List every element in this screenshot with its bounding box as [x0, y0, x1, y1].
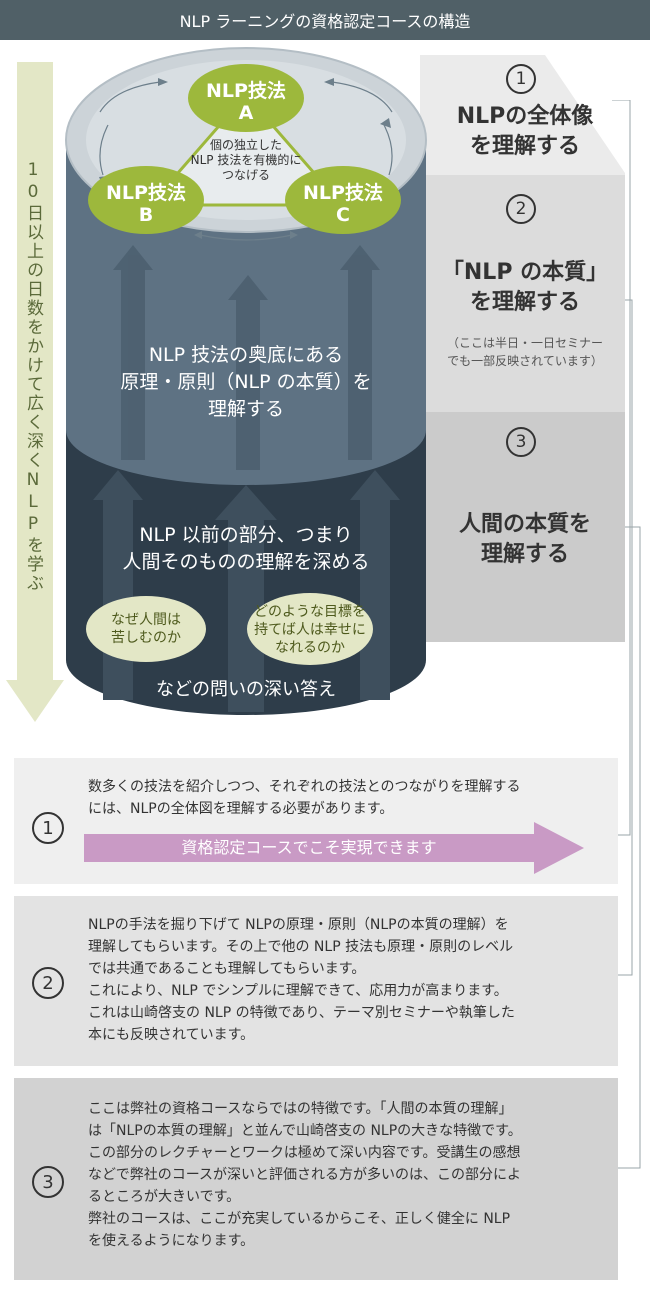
- side-arrow: [6, 62, 64, 722]
- step-2-title: 「NLP の本質」を理解する: [441, 260, 609, 315]
- bottom-layer-text: NLP 以前の部分、つまり 人間そのものの理解を深める: [122, 524, 370, 573]
- step-3-title: 人間の本質を理解する: [458, 512, 591, 567]
- connector-lines: [612, 100, 641, 1169]
- desc-2-number: 2: [32, 967, 64, 999]
- step-2-note: （ここは半日・一日セミナーでも一部反映されています）: [446, 336, 603, 368]
- triangle-note: 個の独立した NLP 技法を有機的に つなげる: [190, 138, 302, 182]
- question-oval-1: なぜ人間は苦しむのか: [111, 612, 181, 646]
- step-1-title: NLPの全体像を理解する: [456, 104, 594, 159]
- bottom-caption: などの問いの深い答え: [156, 679, 336, 700]
- middle-layer-text: NLP 技法の奥底にある 原理・原則（NLP の本質）を 理解する: [120, 344, 372, 420]
- question-oval-2: どのような目標を持てば人は幸せになれるのか: [254, 604, 366, 656]
- page-header: NLP ラーニングの資格認定コースの構造: [0, 0, 650, 40]
- desc-2-text: NLPの手法を掘り下げて NLPの原理・原則（NLPの本質の理解）を 理解しても…: [88, 917, 515, 1043]
- desc-3-text: ここは弊社の資格コースならではの特徴です。「人間の本質の理解」 は「NLPの本質…: [88, 1101, 522, 1249]
- step-2-number: 2: [506, 194, 536, 224]
- desc-1-number: 1: [32, 812, 64, 844]
- cylinder-diagram: [65, 47, 427, 715]
- step-1-number: 1: [506, 64, 536, 94]
- banner-text: 資格認定コースでこそ実現できます: [181, 838, 437, 857]
- page-title: NLP ラーニングの資格認定コースの構造: [179, 12, 471, 31]
- side-arrow-label: 10日以上の日数をかけて広く深くNLPを学ぶ: [23, 160, 43, 593]
- desc-3-number: 3: [32, 1166, 64, 1198]
- description-box-1: [14, 758, 618, 884]
- banner-arrow: [84, 822, 584, 874]
- description-box-2: [14, 896, 618, 1066]
- step-3-number: 3: [506, 427, 536, 457]
- description-box-3: [14, 1078, 618, 1280]
- desc-1-text: 数多くの技法を紹介しつつ、それぞれの技法とのつながりを理解する には、NLPの全…: [88, 779, 521, 817]
